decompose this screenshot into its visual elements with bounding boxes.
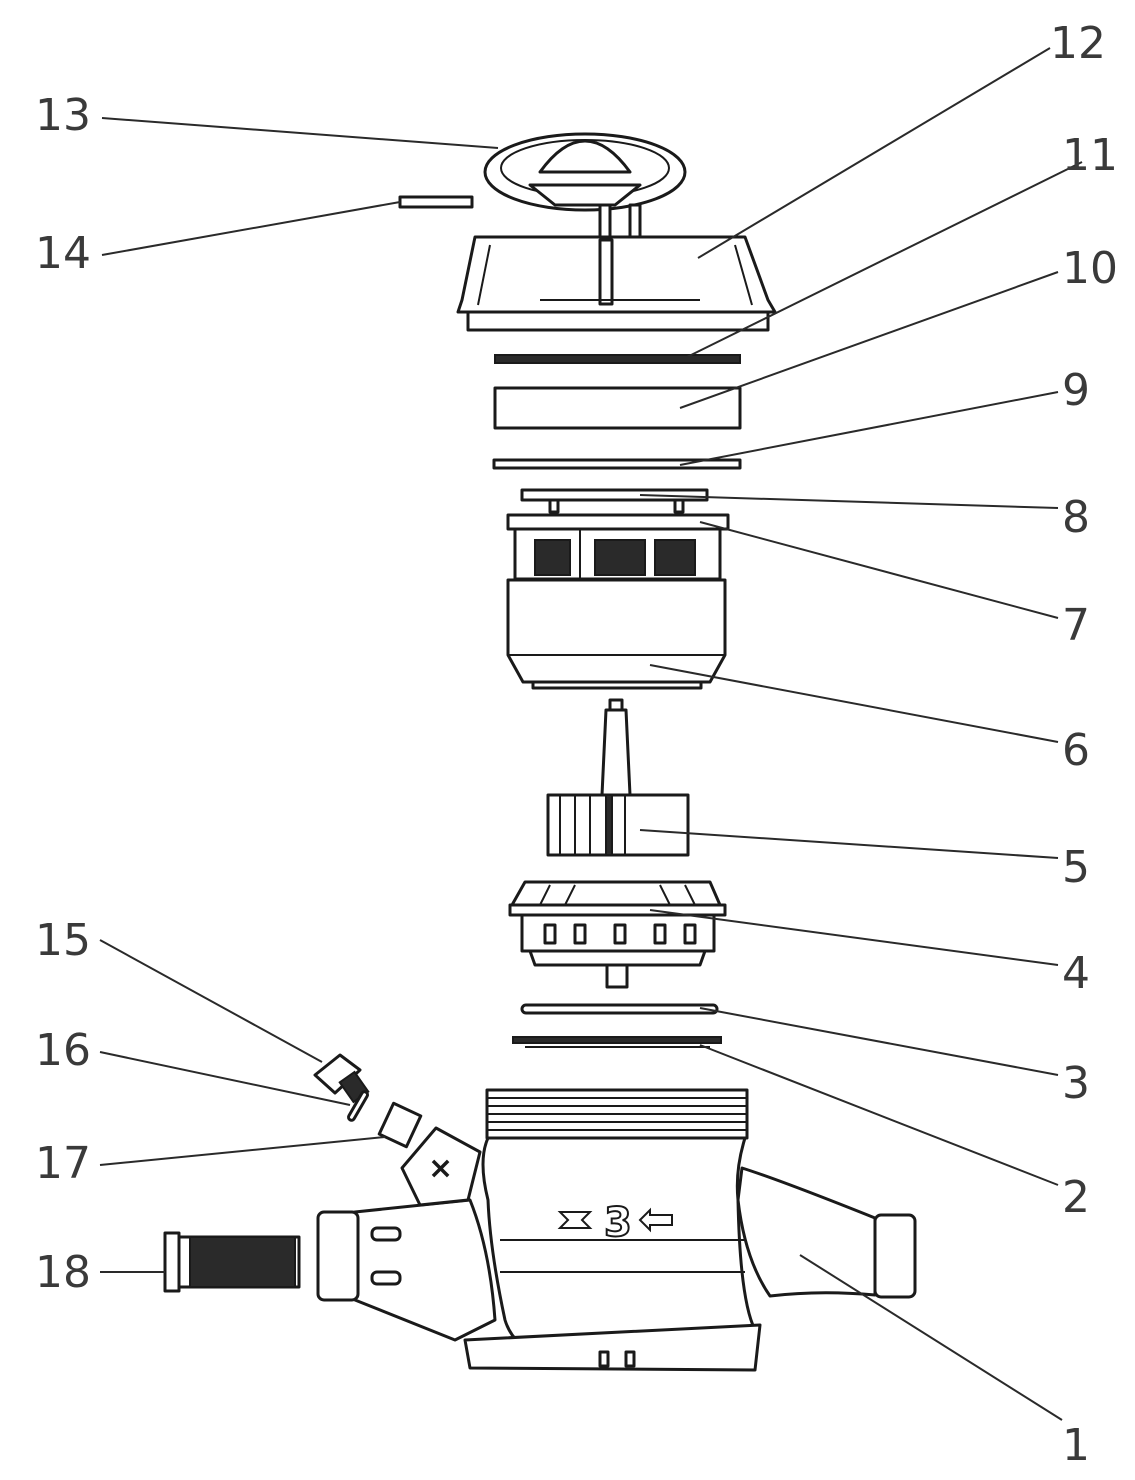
callout-16: 16: [35, 1025, 91, 1076]
part-18-strainer: [163, 1231, 301, 1293]
flow-marking: 3: [557, 1199, 673, 1247]
part-1-meter-body: 3 ×: [316, 1088, 917, 1372]
leader-15: [99, 939, 323, 1063]
leader-17: [99, 1136, 386, 1166]
callout-7: 7: [1062, 600, 1090, 651]
part-11-gasket: [494, 354, 741, 364]
callout-2: 2: [1062, 1172, 1090, 1223]
part-10-lens: [493, 386, 742, 430]
leader-1: [799, 1254, 1063, 1421]
part-17-insert: [377, 1101, 423, 1149]
part-3-o-ring: [520, 1003, 719, 1015]
part-4-chamber: [508, 880, 727, 989]
callout-labels: 1 2 3 4 5 6 7 8 9 10 11 12 13 14 15 16 1…: [35, 18, 1118, 1471]
callout-13: 13: [35, 90, 91, 141]
svg-text:×: ×: [428, 1151, 453, 1186]
part-13-lid: [483, 132, 687, 239]
leader-lines: [99, 47, 1083, 1421]
leader-9: [679, 391, 1059, 466]
callout-18: 18: [35, 1247, 91, 1298]
callout-5: 5: [1062, 842, 1090, 893]
part-12-cover-housing: [456, 235, 777, 332]
part-14-pin: [398, 195, 474, 209]
callout-8: 8: [1062, 492, 1090, 543]
leader-11: [684, 161, 1083, 359]
callout-1: 1: [1062, 1420, 1090, 1471]
callout-6: 6: [1062, 725, 1090, 776]
callout-15: 15: [35, 915, 91, 966]
leader-16: [99, 1051, 351, 1106]
leader-14: [101, 201, 401, 256]
callout-11: 11: [1062, 130, 1118, 181]
leader-5: [639, 829, 1059, 859]
body-marking-number: 3: [604, 1200, 632, 1246]
part-8-dial-plate: [520, 488, 709, 514]
callout-9: 9: [1062, 365, 1090, 416]
leader-13: [101, 117, 499, 149]
leader-6: [649, 664, 1059, 743]
callout-3: 3: [1062, 1058, 1090, 1109]
leader-12: [697, 47, 1051, 259]
callout-10: 10: [1062, 243, 1118, 294]
leader-2: [699, 1044, 1059, 1186]
callout-12: 12: [1050, 18, 1106, 69]
leader-7: [699, 521, 1059, 619]
part-7-register: [506, 513, 730, 581]
callout-4: 4: [1062, 948, 1090, 999]
leader-3: [699, 1007, 1059, 1076]
part-16-ring: [347, 1090, 369, 1122]
part-9-seal: [492, 458, 742, 470]
leader-10: [679, 271, 1059, 409]
part-6-register-housing: [506, 578, 727, 690]
part-2-seal: [512, 1036, 722, 1048]
leader-8: [639, 494, 1059, 509]
part-5-impeller: [546, 698, 690, 857]
leader-4: [649, 909, 1059, 966]
callout-14: 14: [35, 228, 91, 279]
callout-17: 17: [35, 1138, 91, 1189]
